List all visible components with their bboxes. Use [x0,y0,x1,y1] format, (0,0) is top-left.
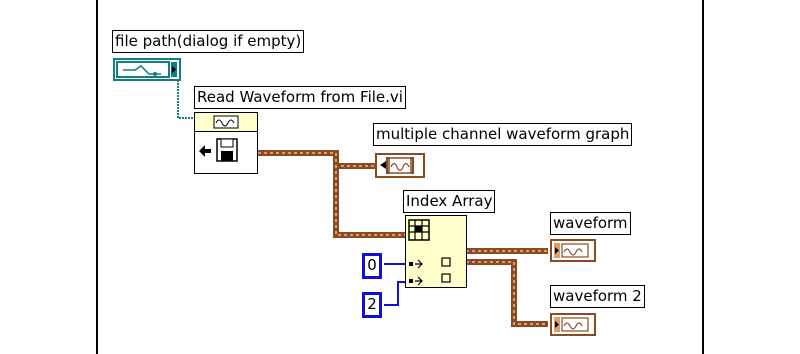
index-constant-0[interactable]: 0 [362,253,382,279]
waveform-wire-out2 [466,259,548,327]
index-array-icon [408,219,451,286]
waveform2-label: waveform 2 [550,285,645,308]
subvi-header-strip [195,113,257,132]
waveform-wire-graph [258,150,378,169]
index-array-label: Index Array [403,190,496,213]
waveform-label: waveform [550,212,631,235]
path-wire [177,74,196,119]
waveform-indicator-icon [554,243,589,258]
array-waveform-icon [380,157,414,174]
read-waveform-label: Read Waveform from File.vi [194,86,406,109]
read-waveform-subvi[interactable] [194,112,258,174]
path-icon [116,61,177,78]
multi-graph-terminal[interactable] [375,153,425,178]
file-path-control[interactable] [113,58,181,81]
waveform2-indicator-icon [554,317,589,332]
diagram-left-border [96,0,98,354]
waveform-icon [213,115,239,129]
index-constant-2[interactable]: 2 [362,292,382,318]
diagram-right-border [702,0,704,354]
file-path-label: file path(dialog if empty) [112,30,305,53]
multi-graph-label: multiple channel waveform graph [373,123,633,146]
floppy-icon [199,138,238,162]
index-array-node[interactable] [405,215,467,288]
waveform2-terminal[interactable] [550,313,596,336]
int-wire-2 [384,281,408,306]
waveform-terminal[interactable] [550,239,596,262]
